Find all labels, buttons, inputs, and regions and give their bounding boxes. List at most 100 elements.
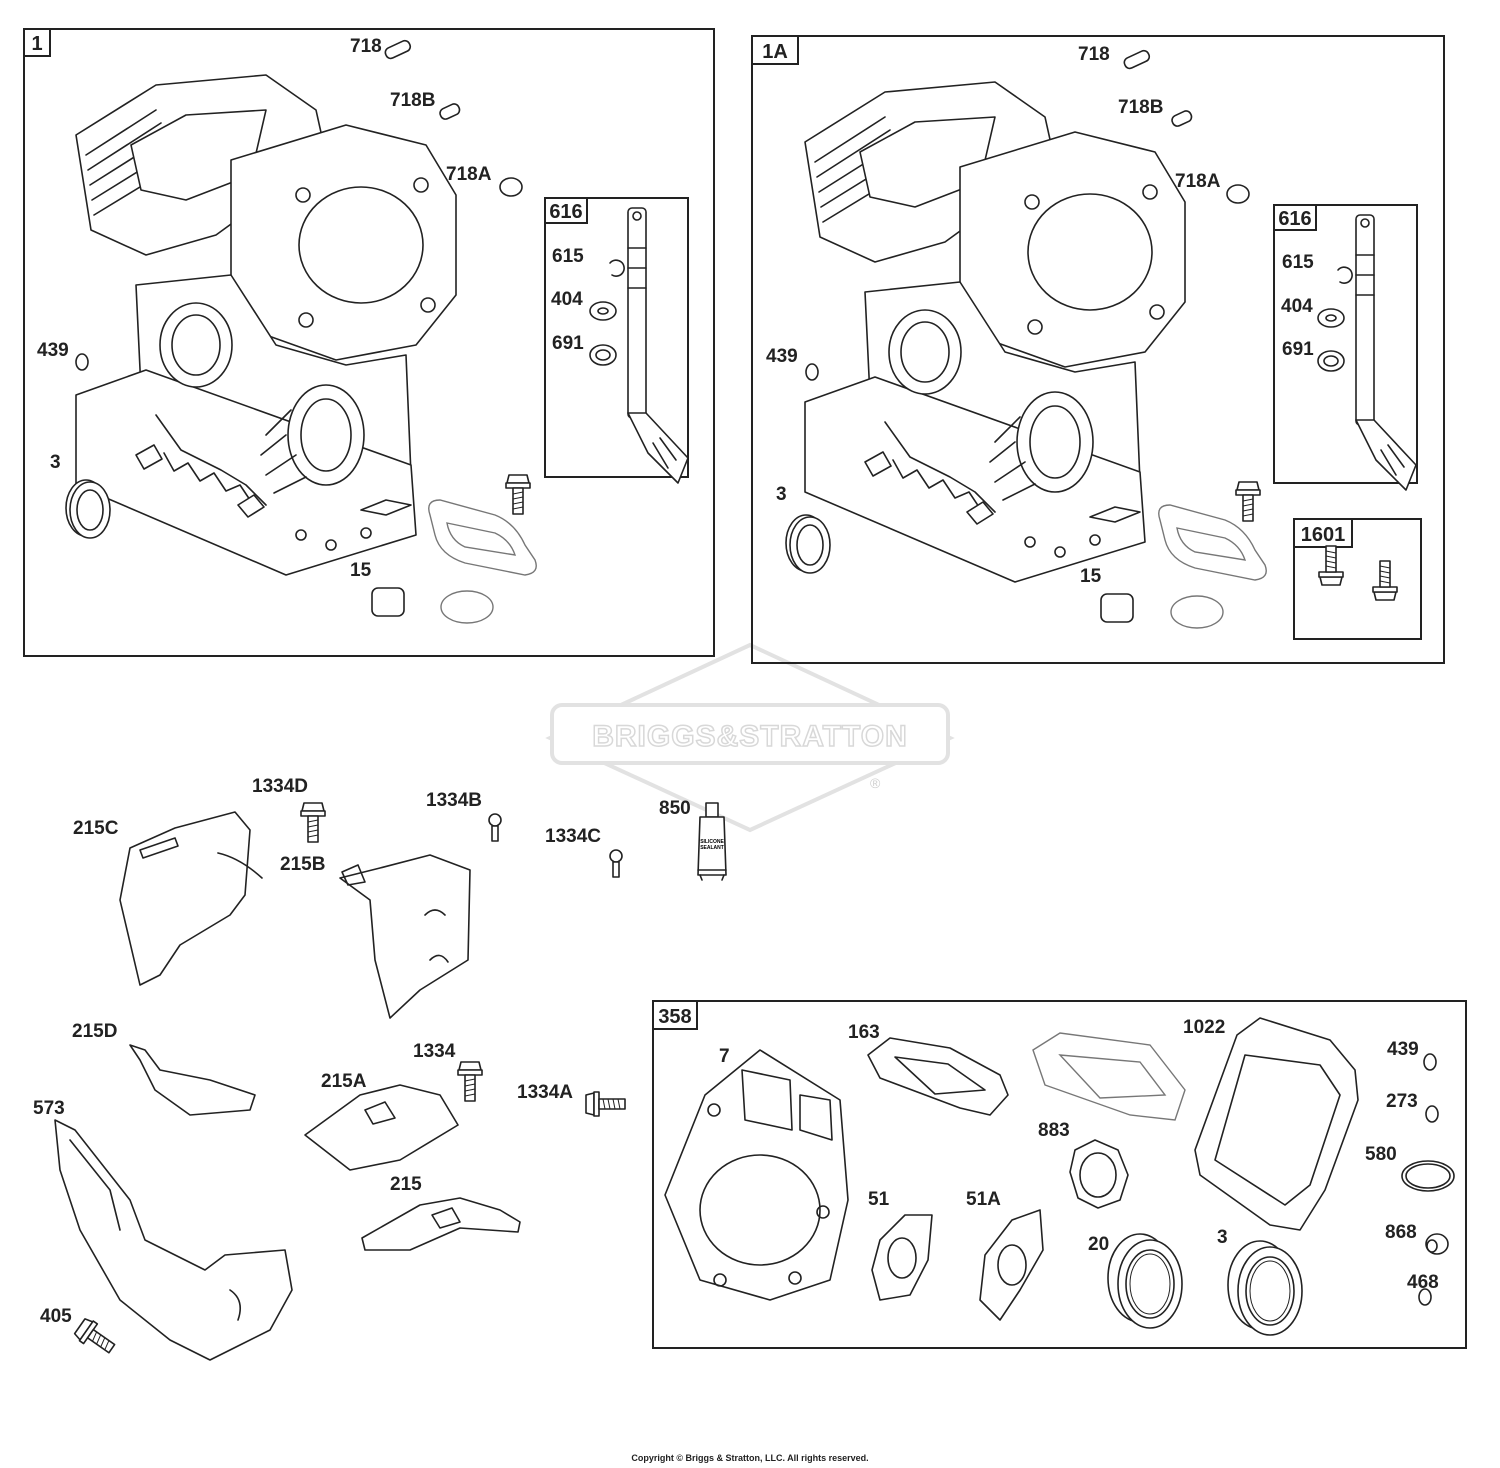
callout-615-1a[interactable]: 615: [1282, 252, 1314, 273]
tube-label-line2: SEALANT: [700, 845, 724, 851]
bolt-1334-icon: [457, 1061, 483, 1102]
callout-215C[interactable]: 215C: [73, 818, 119, 839]
callout-439-1a[interactable]: 439: [766, 346, 798, 367]
shroud-215C-illustration: [119, 811, 251, 986]
washer-404-1a-icon: [1317, 308, 1345, 328]
gasket-51A-illustration: [979, 1209, 1044, 1321]
panel-1601-frame: [1293, 518, 1422, 640]
callout-718-1a[interactable]: 718: [1078, 44, 1110, 65]
callout-1334C[interactable]: 1334C: [545, 826, 601, 847]
callout-718B-1a[interactable]: 718B: [1118, 97, 1163, 118]
callout-1334A[interactable]: 1334A: [517, 1082, 573, 1103]
callout-3[interactable]: 3: [50, 452, 61, 473]
callout-15-1a[interactable]: 15: [1080, 566, 1102, 587]
pin-718B-1a-icon: [1171, 110, 1193, 127]
pin-718-icon: [384, 39, 412, 60]
callout-215B[interactable]: 215B: [280, 854, 325, 875]
callout-404-1a[interactable]: 404: [1281, 296, 1313, 317]
tube-label-line1: SILICONE: [700, 839, 724, 845]
callout-1334D[interactable]: 1334D: [252, 776, 308, 797]
callout-691-1a[interactable]: 691: [1282, 339, 1314, 360]
shroud-215A-illustration: [304, 1084, 459, 1171]
callout-718B[interactable]: 718B: [390, 90, 435, 111]
seal-3-gasket-icon: [1227, 1240, 1303, 1336]
panel-616-tag[interactable]: 616: [549, 201, 582, 223]
dipstick-tube-illustration: [627, 207, 689, 484]
panel-358-tag[interactable]: 358: [658, 1006, 691, 1028]
callout-718[interactable]: 718: [350, 36, 382, 57]
bushing-718A-1a-icon: [1226, 184, 1250, 204]
seal-3-1a-icon: [785, 514, 831, 574]
bolt-405-icon: [72, 1315, 120, 1360]
callout-1022[interactable]: 1022: [1183, 1017, 1225, 1038]
sealant-tube-icon: SILICONE SEALANT: [697, 802, 727, 881]
callout-51[interactable]: 51: [868, 1189, 890, 1210]
callout-883[interactable]: 883: [1038, 1120, 1070, 1141]
watermark-registered: ®: [870, 775, 881, 791]
bolt-icon: [505, 474, 531, 515]
callout-1334B[interactable]: 1334B: [426, 790, 482, 811]
panel-1601-tag[interactable]: 1601: [1301, 524, 1346, 546]
gasket-883-illustration: [1069, 1139, 1129, 1209]
callout-273[interactable]: 273: [1386, 1091, 1418, 1112]
callout-3-gasket[interactable]: 3: [1217, 1227, 1228, 1248]
bolt-1334C-icon: [609, 849, 623, 878]
seal-20-icon: [1107, 1233, 1183, 1329]
gasket-greyed-illustration: [1032, 1032, 1186, 1121]
callout-215D[interactable]: 215D: [72, 1021, 117, 1042]
screw-1601-icon-b: [1372, 560, 1398, 601]
callout-439[interactable]: 439: [37, 340, 69, 361]
bolt-1a-icon: [1235, 481, 1261, 522]
callout-7[interactable]: 7: [719, 1046, 730, 1067]
panel-1a: 1A 718 718B 718A 439 3 15 616 615 404 69…: [751, 35, 1445, 664]
panel-1a-tag[interactable]: 1A: [762, 41, 788, 63]
filter-15-1a-icon: [1100, 593, 1134, 623]
gasket-1022-illustration: [1194, 1017, 1359, 1231]
callout-20[interactable]: 20: [1088, 1234, 1109, 1255]
callout-468[interactable]: 468: [1407, 1272, 1439, 1293]
panel-1: 1 718 718B 718A 439 3 15 616 615 404 691: [23, 28, 715, 657]
panel-616-tag-box: [544, 197, 588, 224]
clip-615-icon: [609, 259, 625, 277]
callout-615[interactable]: 615: [552, 246, 584, 267]
oring-273-icon: [1425, 1105, 1439, 1123]
washer-404-icon: [589, 301, 617, 321]
callout-404[interactable]: 404: [551, 289, 583, 310]
oring-580-icon: [1401, 1160, 1455, 1192]
callout-850[interactable]: 850: [659, 798, 691, 819]
screw-1601-icon-a: [1318, 545, 1344, 586]
callout-51A[interactable]: 51A: [966, 1189, 1001, 1210]
callout-439-gasket[interactable]: 439: [1387, 1039, 1419, 1060]
crankcase-illustration-1a: [804, 81, 1186, 583]
grommet-691-icon: [589, 344, 617, 366]
callout-215A[interactable]: 215A: [321, 1071, 367, 1092]
callout-215[interactable]: 215: [390, 1174, 422, 1195]
callout-1334[interactable]: 1334: [413, 1041, 456, 1062]
panel-1-tag[interactable]: 1: [31, 33, 42, 55]
callout-868[interactable]: 868: [1385, 1222, 1417, 1243]
seal-3-icon: [65, 479, 111, 539]
panel-1a-frame: [751, 35, 1445, 664]
filter-15-icon: [371, 587, 405, 617]
baffle-573-illustration: [54, 1119, 293, 1361]
callout-15[interactable]: 15: [350, 560, 372, 581]
gasket-1a-illustration: [1158, 504, 1267, 629]
callout-573[interactable]: 573: [33, 1098, 65, 1119]
callout-718A-1a[interactable]: 718A: [1175, 171, 1221, 192]
shroud-215B-illustration: [339, 854, 471, 1019]
bolt-1334B-icon: [488, 813, 502, 842]
callout-580[interactable]: 580: [1365, 1144, 1397, 1165]
callout-718A[interactable]: 718A: [446, 164, 492, 185]
copyright-notice: Copyright © Briggs & Stratton, LLC. All …: [631, 1453, 869, 1463]
clip-615-1a-icon: [1337, 266, 1353, 284]
callout-3-1a[interactable]: 3: [776, 484, 787, 505]
panel-616b-tag-box: [1273, 204, 1317, 231]
callout-163[interactable]: 163: [848, 1022, 880, 1043]
callout-691[interactable]: 691: [552, 333, 584, 354]
panel-616b-tag[interactable]: 616: [1278, 208, 1311, 230]
crankcase-illustration: [75, 74, 457, 576]
callout-405[interactable]: 405: [40, 1306, 72, 1327]
gasket-illustration: [428, 499, 537, 624]
pin-718-1a-icon: [1123, 49, 1151, 70]
